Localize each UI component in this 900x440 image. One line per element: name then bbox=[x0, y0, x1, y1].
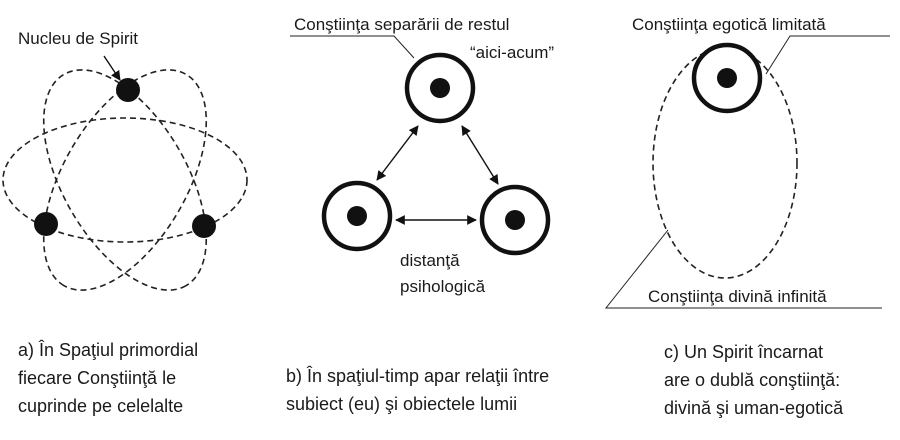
caption-c: c) Un Spirit încarnat are o dublă conşti… bbox=[664, 342, 845, 418]
nucleus-label: Nucleu de Spirit bbox=[18, 29, 138, 48]
orbit-ellipse bbox=[2, 117, 248, 243]
nucleus-pointer-arrow bbox=[103, 55, 121, 81]
relation-arrow bbox=[376, 125, 419, 181]
ego-leader-line bbox=[765, 35, 890, 75]
spirit-nucleus bbox=[430, 78, 450, 98]
caption-a-line: a) În Spaţiul primordial bbox=[18, 340, 198, 360]
panel-a: Nucleu de Spirit a) În Spaţiul primordia… bbox=[2, 29, 248, 416]
orbit-ellipse bbox=[42, 69, 208, 291]
distance-label: psihologică bbox=[400, 277, 486, 296]
here-now-label: “aici-acum” bbox=[470, 43, 554, 62]
caption-c-line: are o dublă conştiinţă: bbox=[664, 370, 840, 390]
ego-label: Conştiinţa egotică limitată bbox=[632, 15, 826, 34]
caption-b-line: subiect (eu) şi obiectele lumii bbox=[286, 394, 517, 414]
label-leader-line bbox=[290, 35, 415, 59]
orbit-ellipse bbox=[42, 69, 208, 291]
separation-label: Conştiinţa separării de restul bbox=[294, 15, 509, 34]
divine-label: Conştiinţa divină infinită bbox=[648, 287, 827, 306]
caption-a: a) În Spaţiul primordial fiecare Conştii… bbox=[18, 340, 203, 416]
panel-c: Conştiinţa egotică limitată Conştiinţa d… bbox=[604, 15, 890, 418]
caption-b-line: b) În spaţiul-timp apar relaţii între bbox=[286, 366, 549, 386]
divine-leader-line bbox=[604, 229, 882, 309]
orbits-a bbox=[2, 69, 248, 291]
spirit-nucleus bbox=[192, 214, 216, 238]
consciousness-right bbox=[479, 184, 551, 256]
spirit-nucleus bbox=[116, 78, 140, 102]
caption-a-line: fiecare Conştiinţă le bbox=[18, 368, 176, 388]
spirit-nucleus bbox=[505, 210, 525, 230]
spirit-nucleus bbox=[717, 68, 737, 88]
caption-c-line: c) Un Spirit încarnat bbox=[664, 342, 823, 362]
spirit-nucleus bbox=[347, 206, 367, 226]
caption-c-line: divină şi uman-egotică bbox=[664, 398, 844, 418]
consciousness-left bbox=[321, 180, 393, 252]
relation-arrow bbox=[461, 125, 499, 185]
ego-consciousness bbox=[691, 42, 763, 114]
caption-b: b) În spaţiul-timp apar relaţii între su… bbox=[286, 366, 554, 414]
panel-b: Conştiinţa separării de restul “aici-acu… bbox=[286, 15, 554, 414]
consciousness-top bbox=[404, 52, 476, 124]
caption-a-line: cuprinde pe celelalte bbox=[18, 396, 183, 416]
distance-label: distanţă bbox=[400, 251, 460, 270]
spirit-nucleus bbox=[34, 212, 58, 236]
